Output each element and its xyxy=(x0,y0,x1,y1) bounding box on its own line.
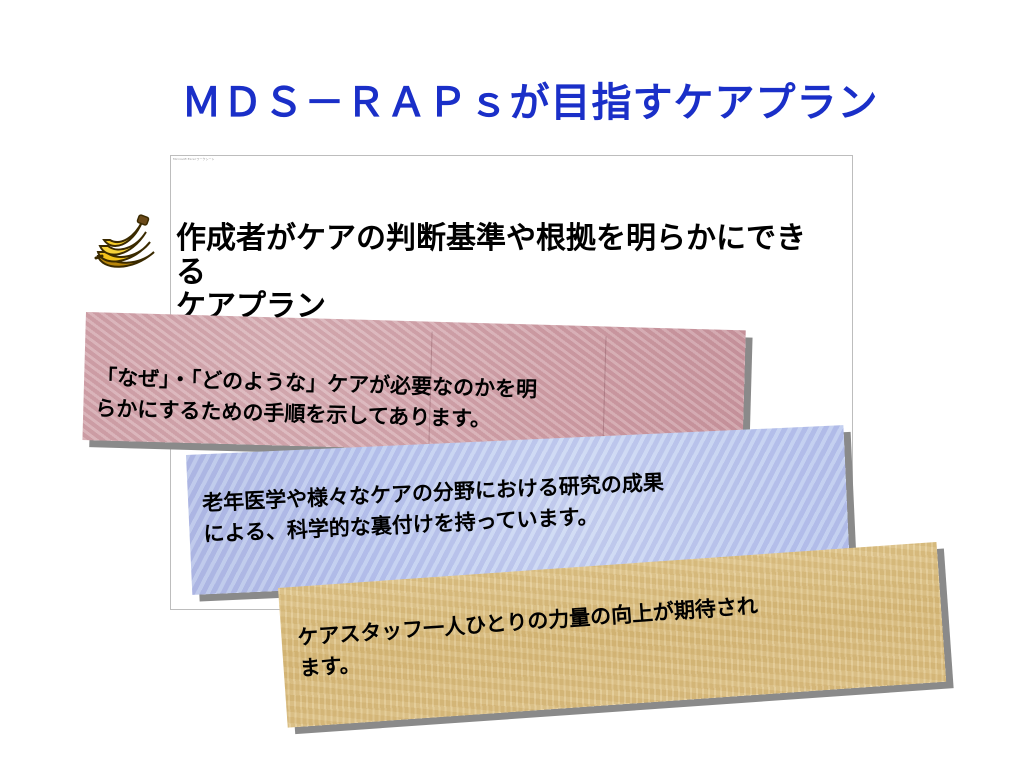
frame-caption: Microsoft Excel ワークシート xyxy=(173,157,215,161)
heading-text: 作成者がケアの判断基準や根拠を明らかにでき る ケアプラン xyxy=(176,222,916,324)
banana-icon xyxy=(94,214,155,268)
heading-line: 作成者がケアの判断基準や根拠を明らかにでき xyxy=(176,221,806,256)
heading-line: る xyxy=(176,255,206,290)
slide-title: ＭＤＳ－ＲＡＰｓが目指すケアプラン xyxy=(181,80,879,126)
